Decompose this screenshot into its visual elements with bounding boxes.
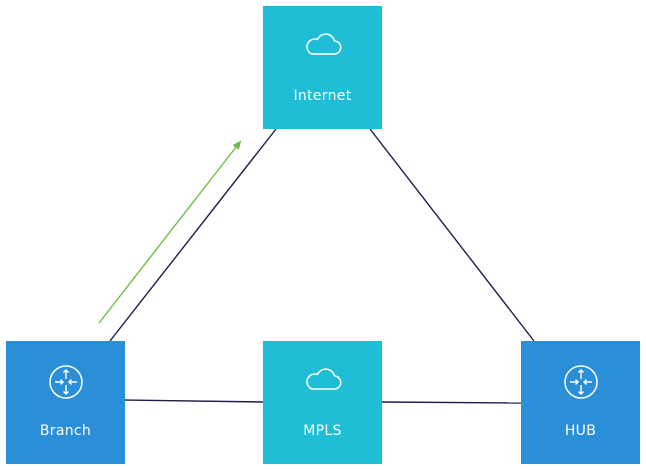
link-branch-internet [109,128,277,342]
link-internet-hub [369,128,535,342]
mpls-node[interactable]: MPLS [263,341,382,464]
cloud-icon [306,33,342,55]
internet-node[interactable]: Internet [263,6,382,129]
link-mpls-hub [381,401,522,404]
router-icon [564,365,598,399]
router-icon [49,365,83,399]
branch-node[interactable]: Branch [6,341,125,464]
hub-node-label: HUB [564,423,597,439]
mpls-node-label: MPLS [303,423,342,439]
flow-arrow-branch-to-internet [98,140,242,324]
cloud-icon [306,368,342,390]
internet-node-label: Internet [293,88,352,104]
hub-node[interactable]: HUB [521,341,640,464]
link-branch-mpls [124,399,264,403]
branch-node-label: Branch [39,423,92,439]
